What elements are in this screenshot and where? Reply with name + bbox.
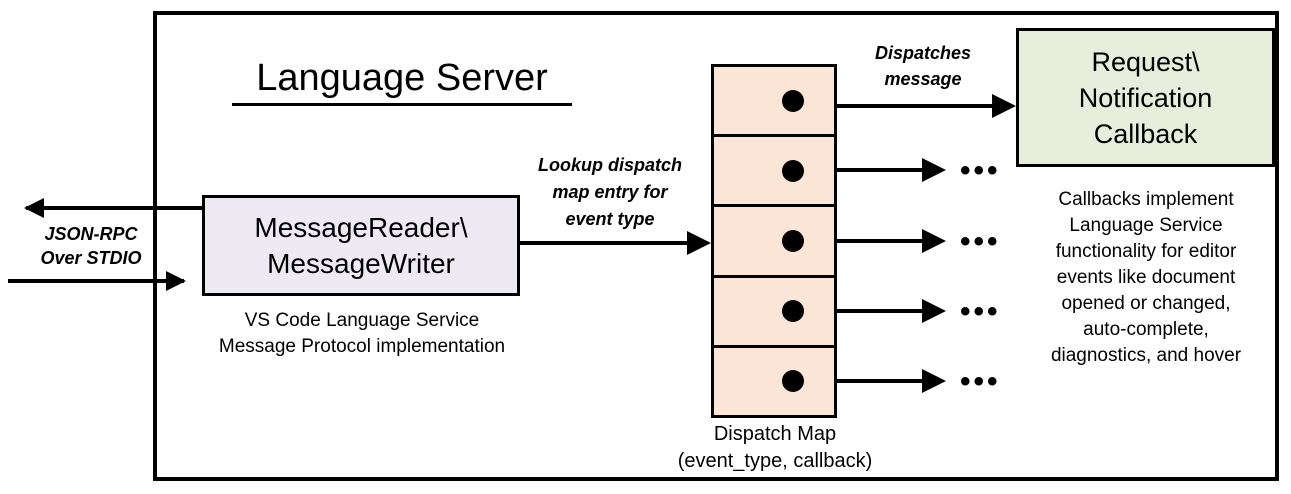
ellipsis-5: ••• bbox=[960, 365, 1001, 398]
ellipsis-3: ••• bbox=[960, 225, 1001, 258]
message-io-line-1: MessageReader\ bbox=[254, 211, 468, 243]
callback-dot-icon bbox=[782, 89, 804, 112]
callback-dot-icon bbox=[782, 370, 804, 393]
callback-caption-line-5: opened or changed, bbox=[1061, 293, 1231, 314]
dispatches-message-label: Dispatches message bbox=[838, 40, 1008, 92]
callback-box-line-3: Callback bbox=[1093, 118, 1198, 149]
callback-box-line-1: Request\ bbox=[1091, 46, 1200, 77]
callback-caption: Callbacks implement Language Service fun… bbox=[1008, 187, 1284, 369]
callback-box-text: Request\ Notification Callback bbox=[1079, 44, 1213, 152]
protocol-label-line-1: JSON-RPC bbox=[44, 224, 138, 244]
message-io-line-2: MessageWriter bbox=[267, 247, 455, 279]
page-title: Language Server bbox=[232, 55, 572, 106]
dispatch-map-row-4[interactable] bbox=[714, 277, 834, 348]
callback-dot-icon bbox=[782, 300, 804, 323]
dispatch-map-row-3[interactable] bbox=[714, 207, 834, 278]
callback-caption-line-2: Language Service bbox=[1069, 215, 1223, 236]
ellipsis-4: ••• bbox=[960, 295, 1001, 328]
callback-box-line-2: Notification bbox=[1078, 82, 1213, 113]
callback-caption-line-1: Callbacks implement bbox=[1058, 189, 1234, 210]
dispatch-map-caption-line-1: Dispatch Map bbox=[713, 423, 837, 445]
callback-caption-line-4: events like document bbox=[1056, 267, 1236, 288]
callback-dot-icon bbox=[782, 230, 804, 252]
json-rpc-protocol-label: JSON-RPC Over STDIO bbox=[16, 222, 166, 270]
dispatches-label-line-1: Dispatches bbox=[874, 43, 972, 63]
message-reader-writer-box[interactable]: MessageReader\ MessageWriter bbox=[202, 195, 520, 296]
lookup-label-line-1: Lookup dispatch bbox=[538, 155, 682, 175]
message-io-box-text: MessageReader\ MessageWriter bbox=[254, 210, 467, 282]
dispatch-map-caption-line-2: (event_type, callback) bbox=[677, 450, 873, 472]
ellipsis-2: ••• bbox=[960, 154, 1001, 187]
lookup-label-line-3: event type bbox=[565, 209, 655, 229]
message-io-caption: VS Code Language Service Message Protoco… bbox=[188, 308, 536, 360]
message-io-caption-line-2: Message Protocol implementation bbox=[218, 336, 506, 357]
callback-caption-line-6: auto-complete, bbox=[1083, 319, 1209, 340]
dispatch-map-row-5[interactable] bbox=[714, 347, 834, 416]
message-io-caption-line-1: VS Code Language Service bbox=[244, 310, 480, 331]
lookup-dispatch-label: Lookup dispatch map entry for event type bbox=[520, 152, 700, 233]
dispatch-map-row-1[interactable] bbox=[714, 67, 834, 138]
callback-caption-line-7: diagnostics, and hover bbox=[1050, 345, 1242, 366]
callback-caption-line-3: functionality for editor bbox=[1055, 241, 1237, 262]
protocol-label-line-2: Over STDIO bbox=[40, 248, 142, 268]
dispatch-map-table[interactable] bbox=[711, 64, 837, 418]
callback-dot-icon bbox=[782, 159, 804, 182]
request-notification-callback-box[interactable]: Request\ Notification Callback bbox=[1016, 28, 1275, 167]
dispatch-map-caption: Dispatch Map (event_type, callback) bbox=[655, 421, 895, 475]
lookup-label-line-2: map entry for bbox=[552, 182, 668, 202]
dispatches-label-line-2: message bbox=[884, 69, 962, 89]
dispatch-map-row-2[interactable] bbox=[714, 137, 834, 208]
language-server-boundary bbox=[153, 11, 1279, 481]
